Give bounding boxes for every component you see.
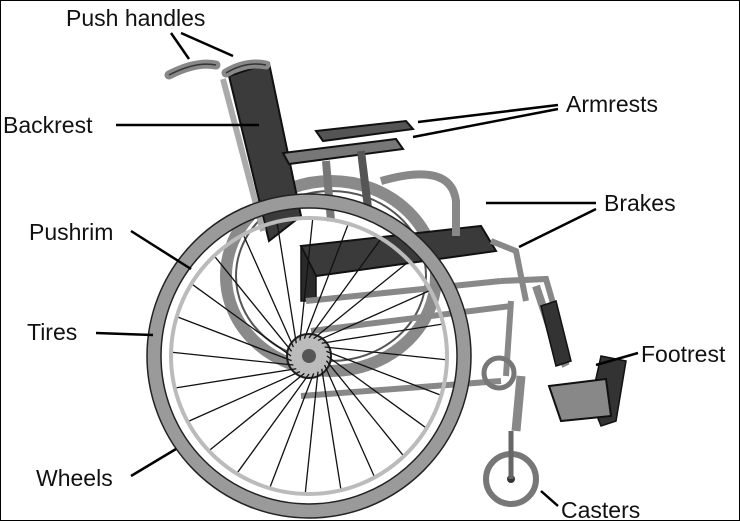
wheel-spoke <box>326 355 426 428</box>
pushrim-label: Pushrim <box>29 219 114 245</box>
wheel-spoke <box>321 368 342 489</box>
wheel-spoke <box>325 360 404 456</box>
push-handles-shape <box>164 59 271 80</box>
wheel-spoke <box>214 256 293 352</box>
backrest-label: Backrest <box>3 112 93 138</box>
wheel-spoke <box>313 261 409 340</box>
armrests-shape <box>281 119 415 222</box>
wheel-spoke <box>192 284 292 357</box>
wheel-spoke <box>299 219 314 341</box>
wheel-spoke <box>317 290 429 342</box>
wheel-spoke <box>243 236 295 348</box>
wheel-spoke <box>276 223 297 344</box>
wheel-spoke <box>172 351 294 366</box>
wheel-spoke <box>321 323 442 344</box>
wheel-spoke <box>308 239 381 339</box>
push-handles-label: Push handles <box>66 5 206 31</box>
brakes-label: Brakes <box>604 190 676 216</box>
wheel-spoke <box>324 346 446 361</box>
wheel-spoke <box>269 373 315 487</box>
wheel-spoke <box>237 373 310 473</box>
wheel-spoke <box>326 350 440 396</box>
casters-shape <box>481 355 539 507</box>
wheels-label: Wheels <box>36 465 113 491</box>
footrest-shape <box>532 284 627 427</box>
wheel-spoke <box>189 370 301 422</box>
wheel-spoke <box>304 371 319 493</box>
tires-label: Tires <box>27 319 78 345</box>
wheel-spoke <box>178 316 292 362</box>
armrests-label: Armrests <box>566 91 658 117</box>
near-rear-wheel <box>146 193 472 519</box>
wheel-spoke <box>323 364 375 476</box>
wheel-spoke <box>209 372 305 451</box>
wheel-spoke <box>303 225 349 339</box>
casters-label: Casters <box>561 497 641 523</box>
footrest-label: Footrest <box>641 341 726 367</box>
wheel-spoke <box>176 368 297 389</box>
leader-lines <box>95 31 639 507</box>
